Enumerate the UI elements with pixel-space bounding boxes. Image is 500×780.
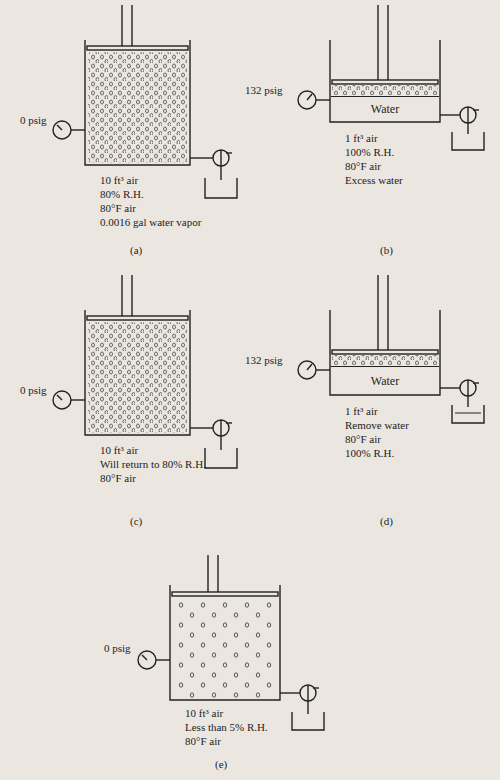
layer-label: Water (371, 374, 399, 388)
panel-letter: (d) (380, 515, 393, 528)
condition-note: 100% R.H. (345, 447, 394, 460)
gauge-label: 132 psig (245, 354, 283, 367)
condition-note: 100% R.H. (345, 146, 394, 159)
condition-note: 10 ft³ air (185, 707, 223, 720)
condition-note: 0.0016 gal water vapor (100, 216, 201, 229)
condition-note: 80°F air (100, 202, 136, 215)
water-layer: Water (331, 366, 439, 394)
condition-note: 80% R.H. (100, 188, 144, 201)
panel-letter: (a) (130, 244, 142, 257)
panel-letter: (b) (380, 244, 393, 257)
condition-note: 80°F air (345, 433, 381, 446)
condition-note: 80°F air (345, 160, 381, 173)
condition-note: 80°F air (185, 735, 221, 748)
condition-note: 10 ft³ air (100, 174, 138, 187)
panel-letter: (e) (215, 758, 227, 771)
gauge-label: 0 psig (20, 114, 47, 127)
gauge-label: 0 psig (20, 384, 47, 397)
condition-note: 1 ft³ air (345, 132, 378, 145)
condition-note: 10 ft³ air (100, 444, 138, 457)
panel-letter: (c) (130, 515, 142, 528)
condition-note: Will return to 80% R.H. (100, 458, 206, 471)
condition-note: 80°F air (100, 472, 136, 485)
condition-note: Less than 5% R.H. (185, 721, 268, 734)
condition-note: 1 ft³ air (345, 405, 378, 418)
gauge-label: 0 psig (104, 642, 131, 655)
water-layer: Water (331, 96, 439, 121)
condition-note: Remove water (345, 419, 409, 432)
layer-label: Water (371, 102, 399, 116)
gauge-label: 132 psig (245, 84, 283, 97)
condition-note: Excess water (345, 174, 403, 187)
